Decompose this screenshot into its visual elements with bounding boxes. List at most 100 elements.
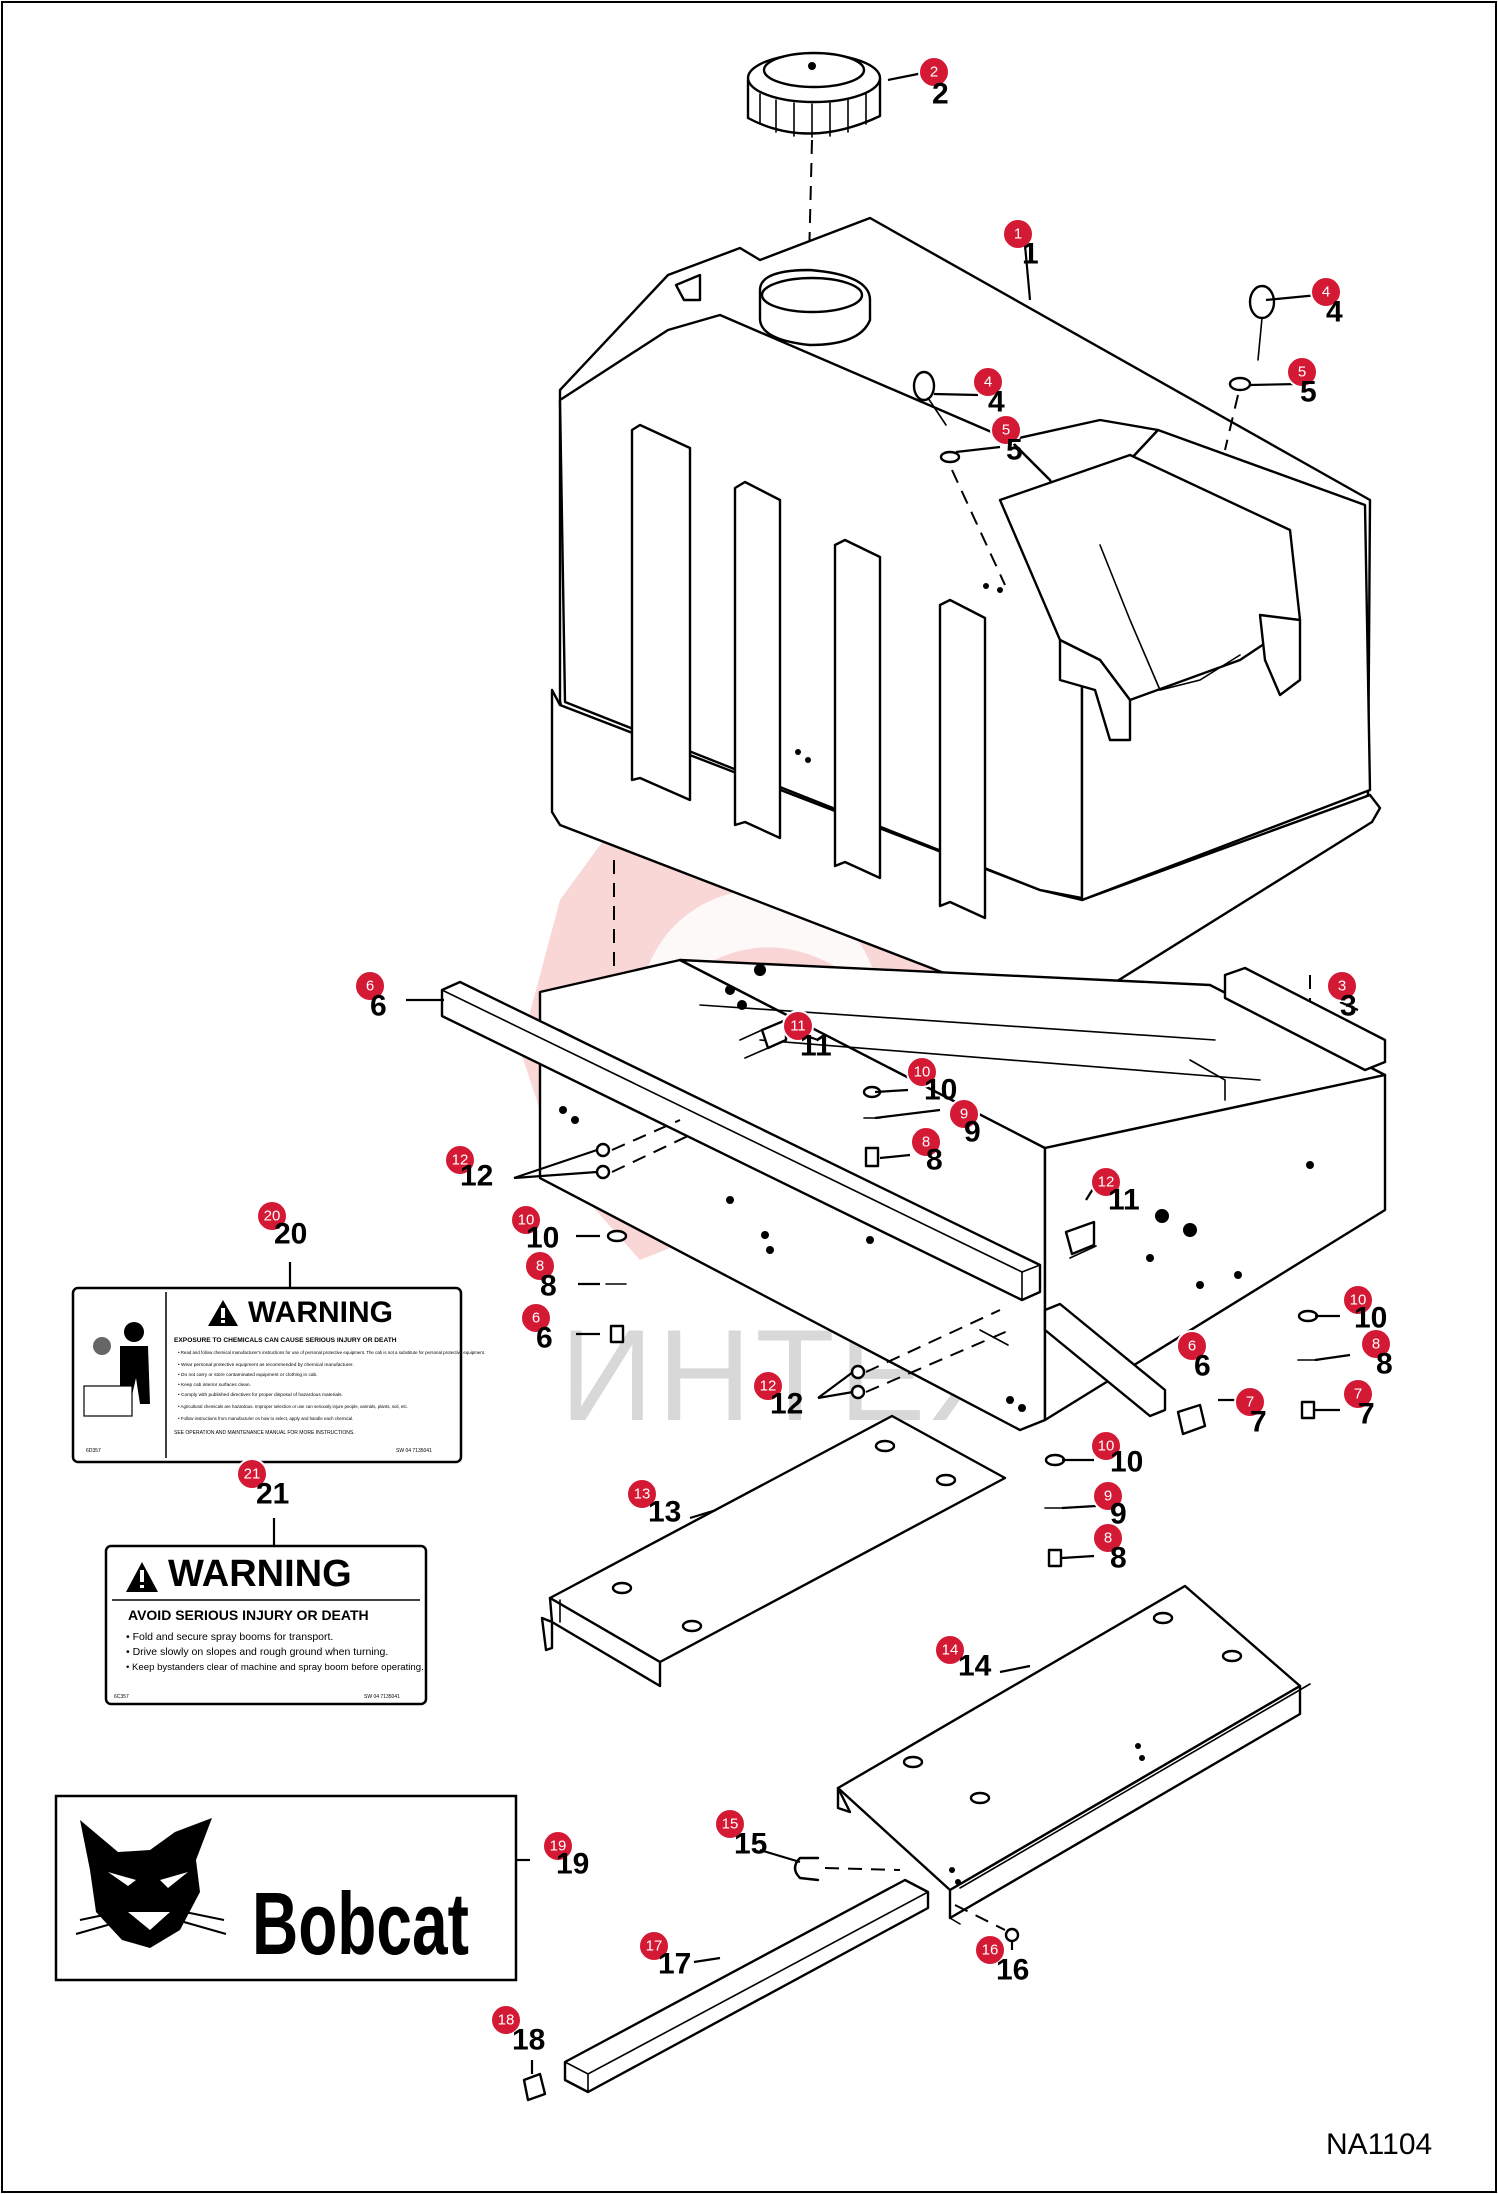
svg-text:11: 11 xyxy=(790,1018,806,1035)
svg-text:21: 21 xyxy=(244,1466,261,1483)
operator-pictogram-icon xyxy=(83,1322,150,1417)
callout-5-right[interactable]: 55 xyxy=(1286,356,1318,409)
clip-upper xyxy=(739,1018,788,1059)
decal-21-subheading: AVOID SERIOUS INJURY OR DEATH xyxy=(128,1607,369,1623)
callout-9-right[interactable]: 88 xyxy=(1360,1328,1393,1381)
decal-21-bullet: • Drive slowly on slopes and rough groun… xyxy=(126,1646,388,1658)
fastener-stack-low xyxy=(1044,1453,1066,1568)
svg-text:10: 10 xyxy=(1110,1446,1143,1479)
svg-text:19: 19 xyxy=(556,1848,589,1881)
svg-text:4: 4 xyxy=(988,386,1005,419)
decal-21-code-right: SW 04 7135041 xyxy=(364,1694,400,1700)
decal-20-bullet: • Read and follow chemical manufacturer'… xyxy=(178,1350,485,1355)
svg-text:19: 19 xyxy=(550,1838,567,1855)
svg-text:9: 9 xyxy=(1110,1498,1127,1531)
tank-frame xyxy=(538,958,1387,1432)
u-clip-15 xyxy=(793,1856,820,1882)
svg-text:17: 17 xyxy=(646,1938,663,1955)
callout-9-low[interactable]: 99 xyxy=(1092,1480,1127,1531)
svg-text:5: 5 xyxy=(1300,376,1317,409)
svg-text:6: 6 xyxy=(536,1322,553,1355)
drawing-code: NA1104 xyxy=(1326,2128,1432,2161)
svg-text:6: 6 xyxy=(1188,1338,1196,1355)
svg-text:4: 4 xyxy=(984,374,992,391)
svg-text:12: 12 xyxy=(760,1378,777,1395)
svg-text:13: 13 xyxy=(634,1486,651,1503)
decal-20-subheading: EXPOSURE TO CHEMICALS CAN CAUSE SERIOUS … xyxy=(174,1337,397,1344)
svg-text:10: 10 xyxy=(1098,1438,1115,1455)
warning-triangle-icon xyxy=(126,1562,158,1592)
svg-text:16: 16 xyxy=(982,1942,999,1959)
callout-4-right[interactable]: 44 xyxy=(1310,276,1343,329)
callout-8-mid[interactable]: 88 xyxy=(910,1126,943,1177)
svg-text:12: 12 xyxy=(460,1160,493,1193)
callout-8-low[interactable]: 88 xyxy=(1092,1522,1127,1575)
svg-text:6: 6 xyxy=(1194,1350,1211,1383)
callout-4-left[interactable]: 44 xyxy=(972,366,1005,419)
svg-text:3: 3 xyxy=(1340,990,1357,1023)
decal-20-bullet: • Do not carry or store contaminated equ… xyxy=(178,1372,318,1378)
callout-7[interactable]: 77 xyxy=(1234,1386,1267,1439)
svg-text:4: 4 xyxy=(1326,296,1343,329)
callout-6-right[interactable]: 66 xyxy=(1176,1330,1211,1383)
svg-text:6: 6 xyxy=(532,1310,540,1327)
leader-lines xyxy=(272,70,1359,2074)
callout-9-mid[interactable]: 99 xyxy=(948,1098,981,1149)
callout-2[interactable]: 22 xyxy=(918,56,950,111)
callout-8-left[interactable]: 66 xyxy=(520,1302,553,1355)
svg-text:8: 8 xyxy=(1104,1530,1112,1547)
svg-text:14: 14 xyxy=(942,1642,959,1659)
svg-text:15: 15 xyxy=(722,1816,739,1833)
decal-20-bullet: • Keep cab interior surfaces clean. xyxy=(178,1382,251,1388)
clip-axis-15 xyxy=(824,1867,901,1871)
svg-text:12: 12 xyxy=(452,1152,469,1169)
callout-5-left[interactable]: 55 xyxy=(990,414,1023,467)
decal-bobcat-logo: Bobcat xyxy=(54,1794,518,1982)
callout-9-left[interactable]: 88 xyxy=(524,1250,557,1303)
svg-text:18: 18 xyxy=(498,2012,515,2029)
eyebolt-right-axis xyxy=(1224,394,1239,451)
decal-21-bullet: • Fold and secure spray booms for transp… xyxy=(126,1631,333,1643)
fastener-stack-right xyxy=(1297,1309,1319,1420)
svg-text:8: 8 xyxy=(926,1144,943,1177)
eyebolt-left-axis xyxy=(951,469,1006,586)
svg-text:14: 14 xyxy=(958,1650,992,1683)
svg-text:7: 7 xyxy=(1246,1394,1254,1411)
svg-text:8: 8 xyxy=(922,1134,930,1151)
callout-3[interactable]: 33 xyxy=(1326,970,1358,1023)
svg-text:12: 12 xyxy=(1098,1174,1115,1191)
svg-text:8: 8 xyxy=(1372,1336,1380,1353)
svg-text:11: 11 xyxy=(1108,1184,1140,1217)
decal-20-bullet: • Wear personal protective equipment as … xyxy=(178,1362,354,1368)
svg-text:11: 11 xyxy=(800,1030,832,1063)
svg-text:10: 10 xyxy=(924,1074,957,1107)
decal-20-bullet: • Comply with published directives for p… xyxy=(178,1392,343,1398)
decal-19-brand: Bobcat xyxy=(252,1875,469,1973)
callout-1[interactable]: 11 xyxy=(1002,218,1039,271)
decal-20-code-right: SW 04 7135041 xyxy=(396,1448,432,1454)
callout-6-left[interactable]: 66 xyxy=(354,970,387,1023)
svg-text:9: 9 xyxy=(1104,1488,1112,1505)
callout-8-right[interactable]: 77 xyxy=(1342,1378,1375,1431)
bobcat-head-icon xyxy=(75,1818,227,1948)
svg-text:7: 7 xyxy=(1354,1386,1362,1403)
